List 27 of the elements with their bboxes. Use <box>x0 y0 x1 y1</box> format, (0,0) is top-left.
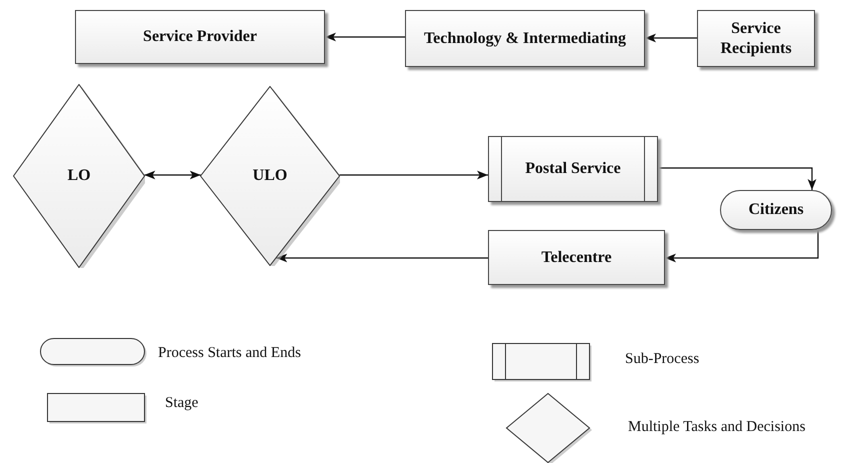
arrow <box>276 254 488 262</box>
node-label: Telecentre <box>541 248 612 268</box>
process-box <box>75 10 325 64</box>
legend-label: Multiple Tasks and Decisions <box>628 419 806 436</box>
decision-diamond <box>13 84 145 268</box>
decision-diamond <box>200 86 340 266</box>
legend-label: Stage <box>165 395 198 412</box>
node-label: Service Recipients <box>719 18 793 58</box>
arrow <box>339 170 488 180</box>
arrow <box>144 170 201 180</box>
process-box <box>697 10 815 67</box>
arrow <box>658 167 816 190</box>
terminator-shape <box>720 190 832 230</box>
node-label: Service Provider <box>143 27 257 47</box>
node-label: Technology & Intermediating <box>424 28 626 48</box>
node-label: LO <box>67 166 91 186</box>
arrow <box>645 34 697 42</box>
node-label: ULO <box>252 166 288 186</box>
arrow <box>665 230 819 262</box>
node-label: Postal Service <box>525 159 621 179</box>
legend-label: Process Starts and Ends <box>158 345 301 362</box>
process-box <box>405 10 645 67</box>
process-box <box>488 230 665 285</box>
node-label: Citizens <box>748 200 804 220</box>
subprocess-box <box>488 136 658 202</box>
legend-label: Sub-Process <box>625 351 700 368</box>
arrow <box>325 32 405 42</box>
